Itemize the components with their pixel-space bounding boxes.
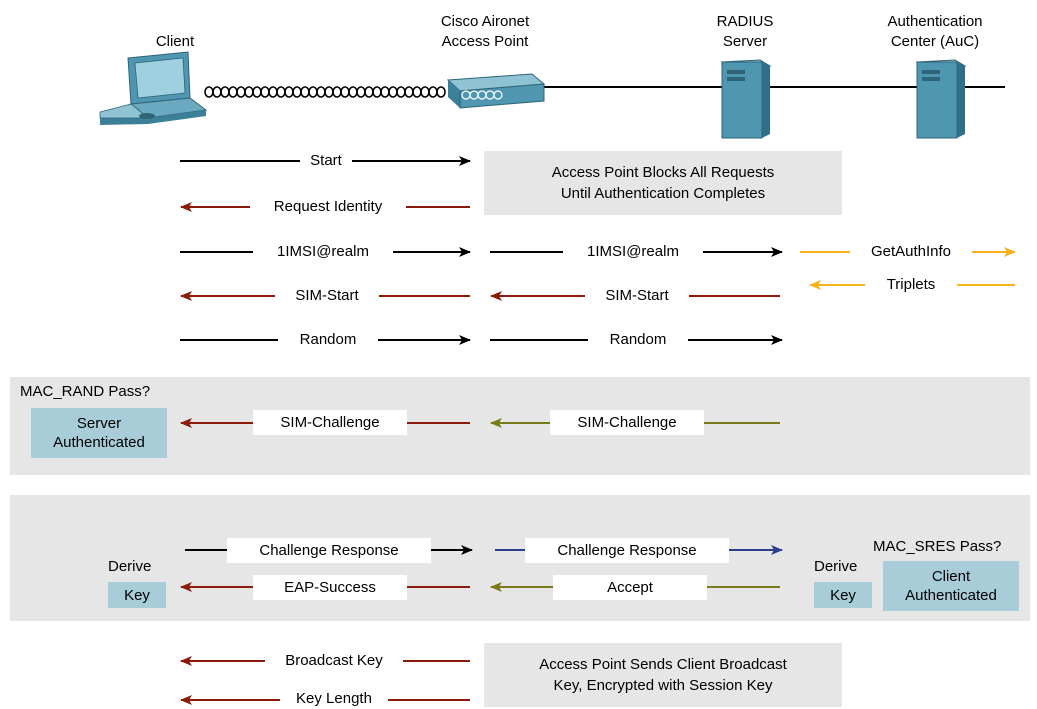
label-sim-start-client: SIM-Start [275,285,379,307]
label-imsi-radius: 1IMSI@realm [563,241,703,263]
box-key-client: Key [108,582,166,608]
auc-server-icon [915,59,967,139]
label-random-radius: Random [588,329,688,351]
header-client: Client [155,33,195,50]
label-challenge-response-client: Challenge Response [227,538,431,563]
label-mac-rand-pass: MAC_RAND Pass? [20,383,151,400]
label-derive-server: Derive [814,558,858,575]
label-imsi-client: 1IMSI@realm [253,241,393,263]
label-triplets: Triplets [865,274,957,296]
label-sim-challenge-radius: SIM-Challenge [550,410,704,435]
radius-server-icon [720,59,772,139]
label-request-identity: Request Identity [250,196,406,218]
label-eap-success: EAP-Success [253,575,407,600]
wireless-link [204,86,446,98]
laptop-icon [99,51,208,125]
label-mac-sres-pass: MAC_SRES Pass? [873,538,1002,555]
label-sim-challenge-client: SIM-Challenge [253,410,407,435]
label-start: Start [300,150,352,172]
label-broadcast-key: Broadcast Key [265,650,403,672]
box-key-server: Key [814,582,872,608]
label-sim-start-radius: SIM-Start [585,285,689,307]
label-derive-client: Derive [108,558,152,575]
access-point-icon [446,73,546,109]
label-key-length: Key Length [280,689,388,709]
label-accept: Accept [553,575,707,600]
label-get-auth-info: GetAuthInfo [850,241,972,263]
label-challenge-response-radius: Challenge Response [525,538,729,563]
label-random-client: Random [278,329,378,351]
